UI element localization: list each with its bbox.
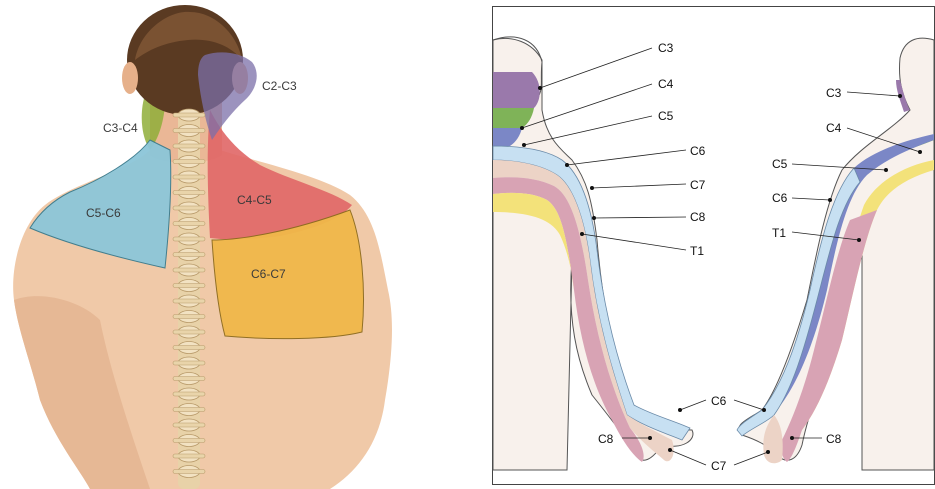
vertebra-process xyxy=(173,470,205,474)
vertebra-process xyxy=(173,346,205,350)
label-c6-left-arm: C6 xyxy=(690,144,706,158)
vertebra-process xyxy=(173,454,205,458)
label-c4-right-arm: C4 xyxy=(826,121,842,135)
vertebra-process xyxy=(173,330,205,334)
label-c6-right-arm: C6 xyxy=(772,191,788,205)
vertebra-process xyxy=(173,439,205,443)
derm-c3-left xyxy=(493,72,540,108)
vertebra-process xyxy=(173,144,205,148)
posterior-view-svg: C2-C3 C3-C4 C4-C5 C5-C6 C6-C7 xyxy=(0,0,480,489)
anterior-view-svg: C3 C4 C5 C6 C7 C8 T1 C6 C8 C7 C3 C4 C5 C… xyxy=(492,0,935,489)
vertebra-process xyxy=(173,408,205,412)
label-c3-right-arm: C3 xyxy=(826,86,842,100)
vertebra-process xyxy=(173,191,205,195)
vertebra-process xyxy=(173,237,205,241)
vertebra-process xyxy=(173,377,205,381)
vertebra-process xyxy=(173,299,205,303)
vertebra-process xyxy=(173,160,205,164)
left-ear xyxy=(122,62,138,94)
vertebra-process xyxy=(173,222,205,226)
label-hand-c7-left: C7 xyxy=(711,459,727,473)
vertebra-process xyxy=(173,284,205,288)
vertebra-process xyxy=(173,268,205,272)
label-hand-c8-left: C8 xyxy=(598,432,614,446)
vertebra-process xyxy=(173,423,205,427)
vertebra-process xyxy=(173,253,205,257)
label-c5-c6: C5-C6 xyxy=(86,206,121,220)
label-hand-c6-left: C6 xyxy=(711,394,727,408)
label-c2-c3: C2-C3 xyxy=(262,79,297,93)
label-c5-right-arm: C5 xyxy=(772,157,788,171)
label-t1-left-arm: T1 xyxy=(690,244,704,258)
label-hand-c8-right: C8 xyxy=(826,432,842,446)
label-c5-left-arm: C5 xyxy=(658,109,674,123)
vertebra-process xyxy=(173,361,205,365)
vertebra-process xyxy=(173,129,205,133)
vertebra-process xyxy=(173,113,205,117)
label-c6-c7: C6-C7 xyxy=(251,267,286,281)
anterior-dermatome-diagram: C3 C4 C5 C6 C7 C8 T1 C6 C8 C7 C3 C4 C5 C… xyxy=(492,0,935,489)
label-t1-right-arm: T1 xyxy=(772,226,786,240)
vertebra-process xyxy=(173,206,205,210)
label-c3-left-arm: C3 xyxy=(658,41,674,55)
label-c4-left-arm: C4 xyxy=(658,77,674,91)
vertebra-process xyxy=(173,392,205,396)
posterior-dermatome-illustration: C2-C3 C3-C4 C4-C5 C5-C6 C6-C7 xyxy=(0,0,480,489)
vertebra-process xyxy=(173,315,205,319)
vertebra-process xyxy=(173,175,205,179)
label-c3-c4: C3-C4 xyxy=(103,121,138,135)
label-c8-left-arm: C8 xyxy=(690,210,706,224)
label-c7-left-arm: C7 xyxy=(690,178,706,192)
label-c4-c5: C4-C5 xyxy=(237,193,272,207)
